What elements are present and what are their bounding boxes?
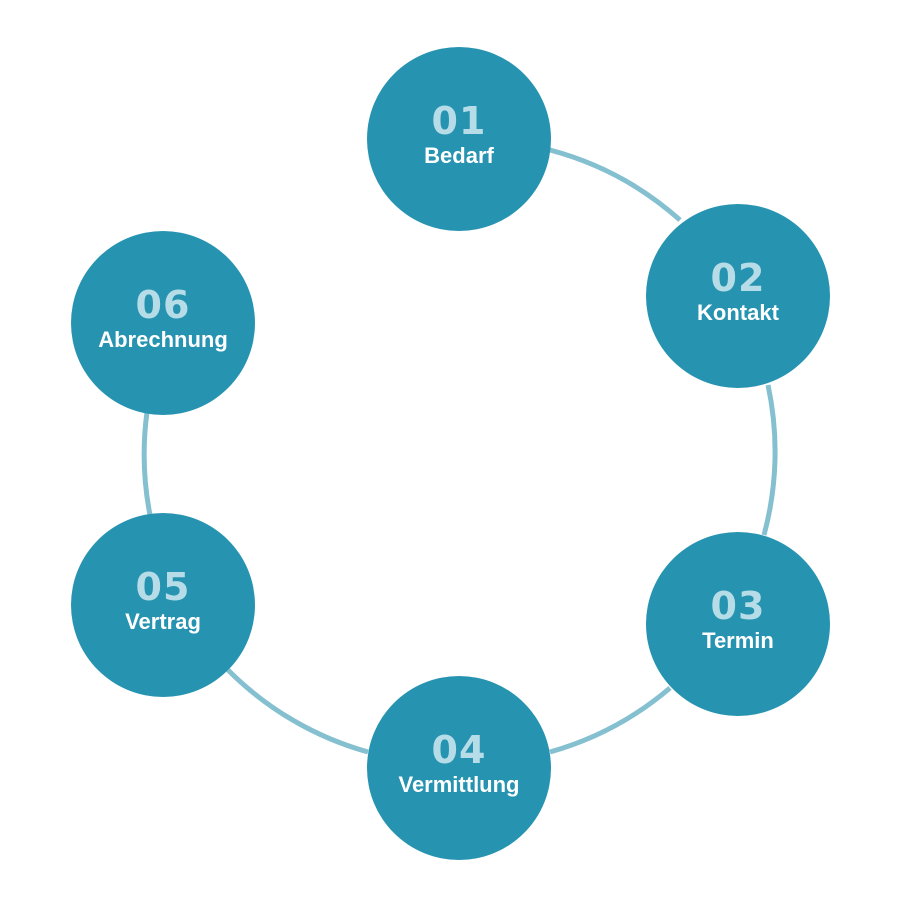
connector-arc-05-06 — [141, 411, 153, 516]
step-01-circle: 01 Bedarf — [367, 47, 551, 231]
step-05-circle: 05 Vertrag — [71, 513, 255, 697]
connector-arc-03-04 — [549, 686, 672, 755]
step-number: 02 — [710, 256, 766, 300]
step-label: Kontakt — [697, 300, 779, 325]
step-label: Abrechnung — [98, 327, 228, 352]
connector-arc-04-05 — [226, 668, 369, 755]
step-03-circle: 03 Termin — [646, 532, 830, 716]
connector-arc-01-02 — [549, 147, 682, 222]
step-number: 06 — [135, 283, 191, 327]
step-06-circle: 06 Abrechnung — [71, 231, 255, 415]
step-number: 04 — [431, 728, 487, 772]
step-number: 01 — [431, 99, 487, 143]
step-04-circle: 04 Vermittlung — [367, 676, 551, 860]
step-label: Bedarf — [424, 143, 494, 168]
step-label: Termin — [702, 628, 774, 653]
step-label: Vermittlung — [398, 772, 520, 797]
step-number: 05 — [135, 565, 191, 609]
step-label: Vertrag — [125, 609, 201, 634]
step-02-circle: 02 Kontakt — [646, 204, 830, 388]
connector-arc-02-03 — [761, 384, 778, 536]
step-number: 03 — [710, 584, 766, 628]
